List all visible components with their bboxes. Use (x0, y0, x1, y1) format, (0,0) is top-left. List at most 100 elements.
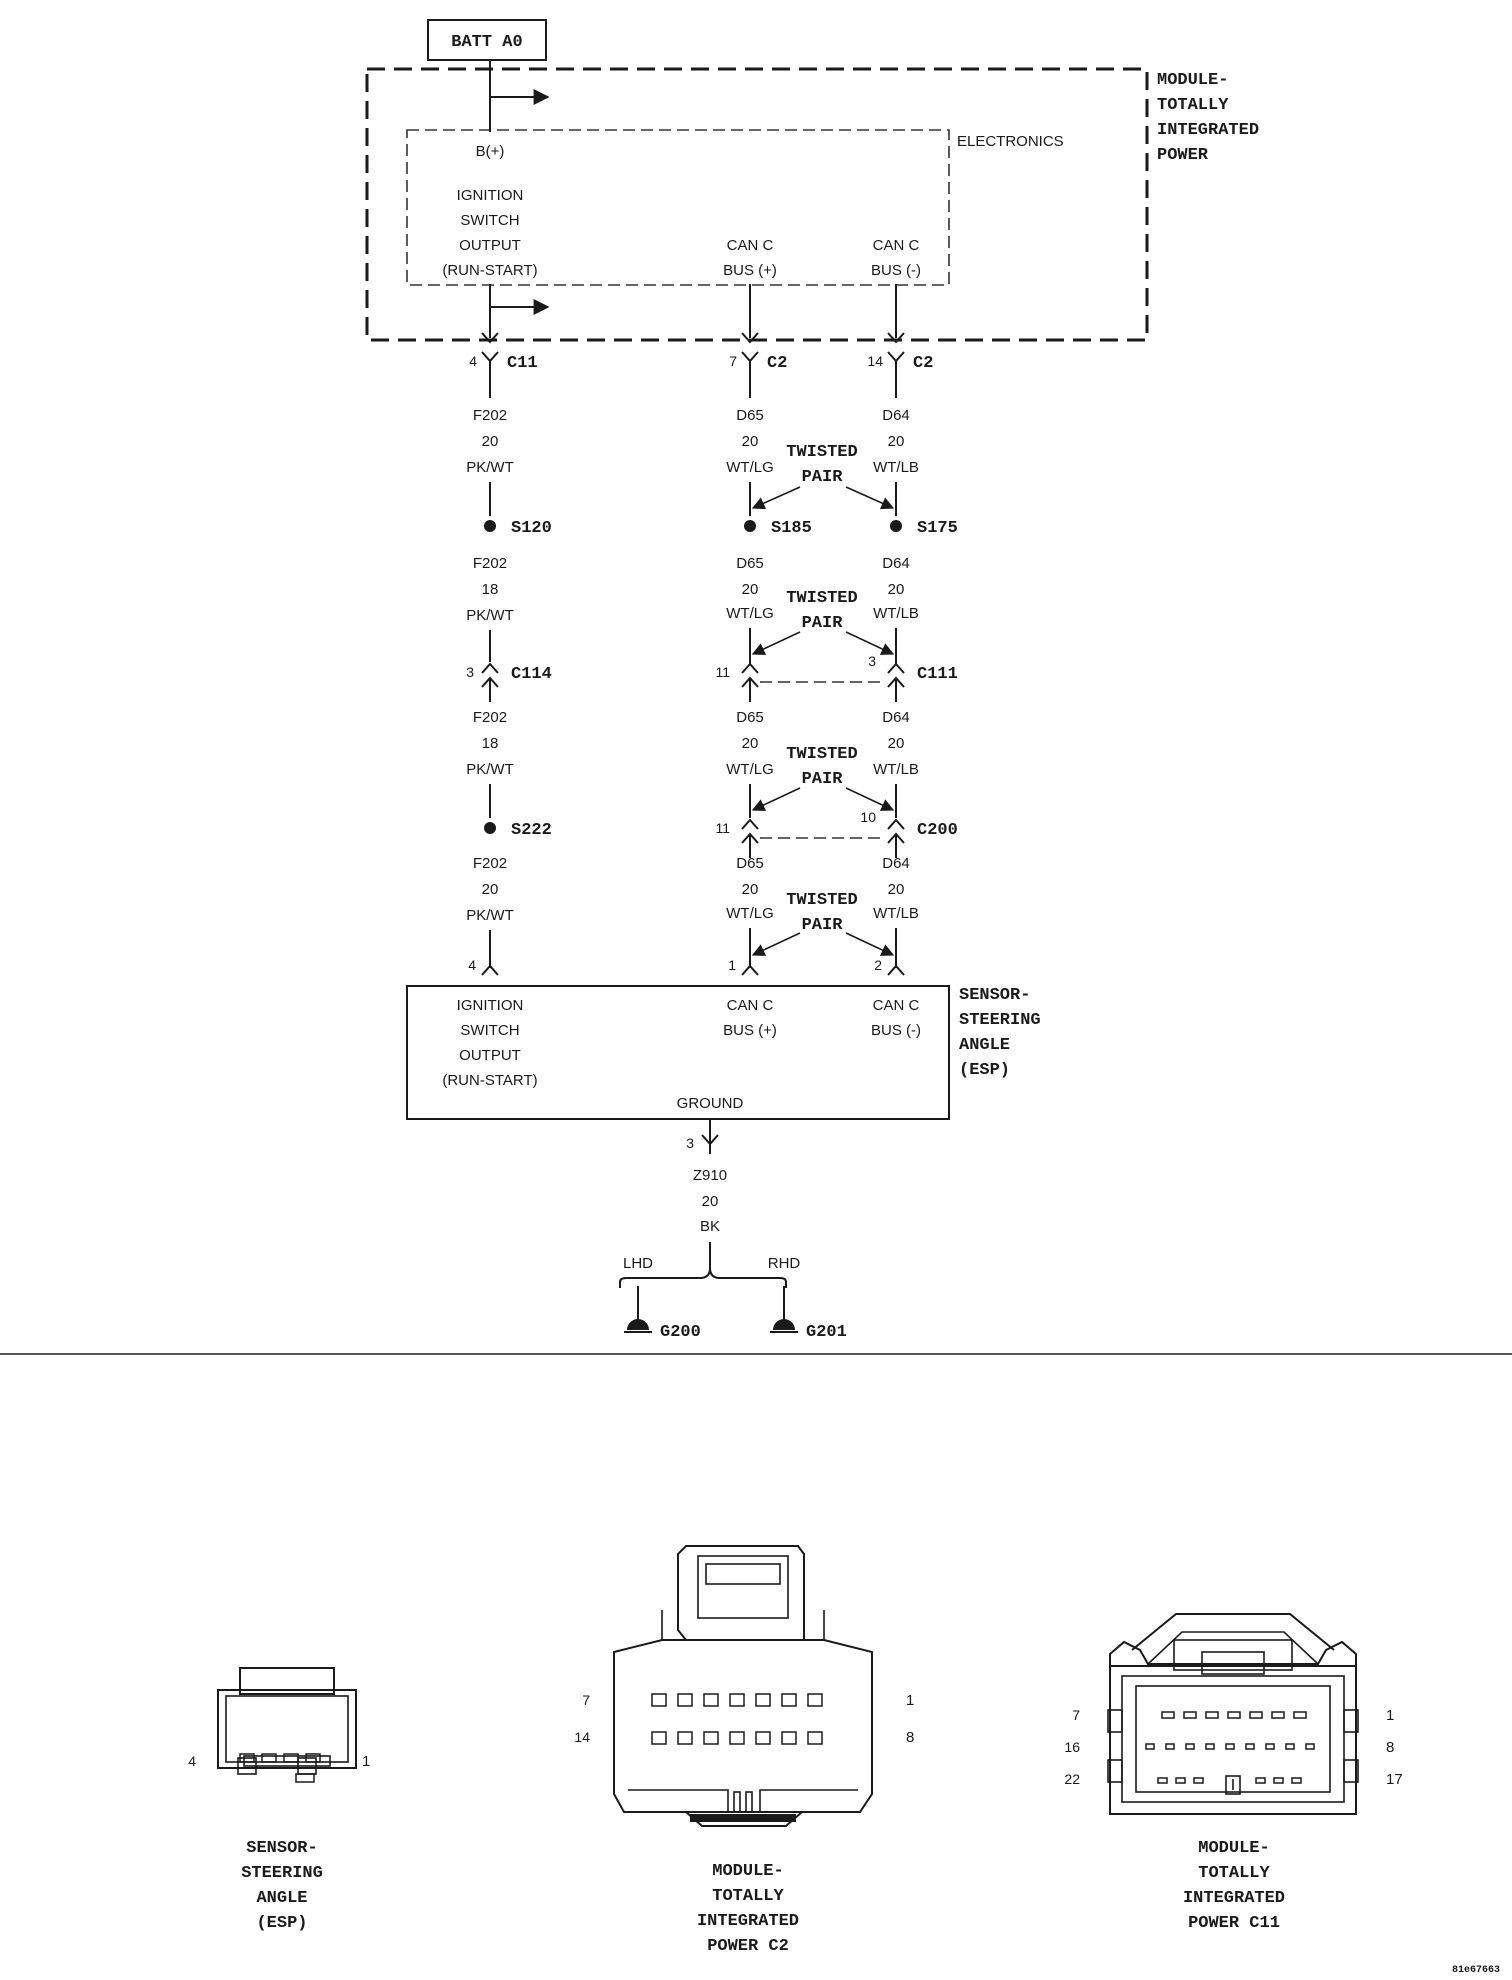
svg-text:SENSOR-: SENSOR- (246, 1839, 317, 1858)
svg-text:Z910: Z910 (693, 1167, 727, 1184)
cavity (1165, 1743, 1175, 1750)
s185-label: S185 (771, 519, 812, 538)
lhd-label: LHD (623, 1255, 653, 1272)
connector-c11: 4 C11 (469, 332, 538, 398)
figure-id: 81e67663 (1452, 1965, 1500, 1976)
svg-text:20: 20 (702, 1193, 719, 1210)
module-tip-title-2: TOTALLY (1157, 96, 1229, 115)
c11-view-pin-1: 1 (1386, 1707, 1394, 1724)
cavity (1193, 1777, 1204, 1784)
c11-label: C11 (507, 354, 538, 373)
splice-s185: S185 (744, 519, 812, 538)
c200-pin-right: 10 (860, 809, 876, 825)
svg-text:PK/WT: PK/WT (466, 459, 514, 476)
cavity (755, 1731, 771, 1745)
cavity (807, 1731, 823, 1745)
cavity (1249, 1711, 1263, 1719)
cavity (651, 1693, 667, 1707)
svg-text:MODULE-: MODULE- (1198, 1839, 1269, 1858)
cavity (703, 1731, 719, 1745)
svg-text:TWISTED: TWISTED (786, 443, 857, 462)
power-source-batt-a0: BATT A0 (427, 19, 547, 61)
module-tip-title-1: MODULE- (1157, 71, 1228, 90)
gnd-pin: 3 (686, 1135, 694, 1151)
svg-text:F202: F202 (473, 407, 507, 424)
svg-text:(ESP): (ESP) (959, 1061, 1010, 1080)
svg-text:POWER C2: POWER C2 (707, 1937, 789, 1956)
tip-ign-line-3: OUTPUT (459, 237, 521, 254)
c114-pin: 3 (466, 664, 474, 680)
svg-text:OUTPUT: OUTPUT (459, 1047, 521, 1064)
c11-view-pin-22: 22 (1064, 1771, 1080, 1787)
cavity (1185, 1743, 1195, 1750)
svg-text:WT/LG: WT/LG (726, 761, 774, 778)
svg-text:BUS (-): BUS (-) (871, 1022, 921, 1039)
splice-s120: S120 (484, 519, 552, 538)
connector-c2-pin7: 7 C2 (729, 332, 787, 398)
c2-view-title: MODULE- TOTALLY INTEGRATED POWER C2 (697, 1862, 799, 1956)
svg-text:TWISTED: TWISTED (786, 891, 857, 910)
cavity (1205, 1711, 1219, 1719)
cavity (1145, 1743, 1155, 1750)
esp-ign-pin: 4 (468, 957, 476, 973)
c11-cavity-grid (1145, 1711, 1315, 1784)
svg-text:INTEGRATED: INTEGRATED (697, 1912, 799, 1931)
wire-f202-seg4: F202 20 PK/WT 4 (466, 855, 514, 976)
cavity (1161, 1711, 1175, 1719)
cavity (1293, 1711, 1307, 1719)
c111-pin-right: 3 (868, 653, 876, 669)
svg-text:WT/LB: WT/LB (873, 761, 919, 778)
c111-label: C111 (917, 665, 958, 684)
ground-g201: G201 (770, 1286, 847, 1342)
svg-text:F202: F202 (473, 855, 507, 872)
connector-view-c2 (613, 1545, 873, 1827)
c11-view-pin-8: 8 (1386, 1739, 1394, 1756)
svg-text:SENSOR-: SENSOR- (959, 986, 1030, 1005)
svg-text:18: 18 (482, 581, 499, 598)
svg-text:D64: D64 (882, 709, 910, 726)
connector-view-esp (217, 1667, 357, 1775)
svg-text:20: 20 (888, 735, 905, 752)
svg-text:F202: F202 (473, 555, 507, 572)
cavity (239, 1753, 255, 1763)
g201-label: G201 (806, 1323, 847, 1342)
g200-label: G200 (660, 1323, 701, 1342)
cavity (1227, 1711, 1241, 1719)
splice-s175: S175 (890, 519, 958, 538)
c11-view-title: MODULE- TOTALLY INTEGRATED POWER C11 (1183, 1839, 1285, 1933)
svg-text:TOTALLY: TOTALLY (712, 1887, 784, 1906)
sensor-steering-angle: IGNITION SWITCH OUTPUT (RUN-START) CAN C… (406, 985, 1041, 1120)
svg-text:20: 20 (888, 433, 905, 450)
cavity (1245, 1743, 1255, 1750)
module-tip-title-4: POWER (1157, 146, 1209, 165)
cavity (729, 1693, 745, 1707)
svg-text:MODULE-: MODULE- (712, 1862, 783, 1881)
c11-view-pin-7: 7 (1072, 1707, 1080, 1723)
cavity (1273, 1777, 1284, 1784)
tip-ign-line-4: (RUN-START) (442, 262, 537, 279)
c2b-pin: 14 (867, 353, 883, 369)
esp-canp-pin: 1 (728, 957, 736, 973)
batt-feed (489, 60, 550, 132)
connector-view-c11 (1107, 1613, 1359, 1815)
c2a-label: C2 (767, 354, 787, 373)
esp-canm-pin: 2 (874, 957, 882, 973)
cavity (781, 1731, 797, 1745)
twisted-pair-1: D65 20 WT/LG D64 20 WT/LB TWISTED PAIR (726, 407, 919, 516)
svg-text:CAN C: CAN C (727, 997, 774, 1014)
svg-text:20: 20 (888, 881, 905, 898)
tip-ign-line-1: IGNITION (457, 187, 524, 204)
c11-pin: 4 (469, 353, 477, 369)
c11-view-pin-17: 17 (1386, 1771, 1403, 1788)
s175-label: S175 (917, 519, 958, 538)
cavity (1271, 1711, 1285, 1719)
svg-text:STEERING: STEERING (959, 1011, 1041, 1030)
s222-label: S222 (511, 821, 552, 840)
svg-text:D64: D64 (882, 407, 910, 424)
cavity (261, 1753, 277, 1763)
ign-output-feed (489, 284, 550, 338)
module-tip: ELECTRONICS MODULE- TOTALLY INTEGRATED P… (365, 67, 1259, 342)
svg-text:SWITCH: SWITCH (460, 1022, 519, 1039)
cavity (1255, 1777, 1266, 1784)
